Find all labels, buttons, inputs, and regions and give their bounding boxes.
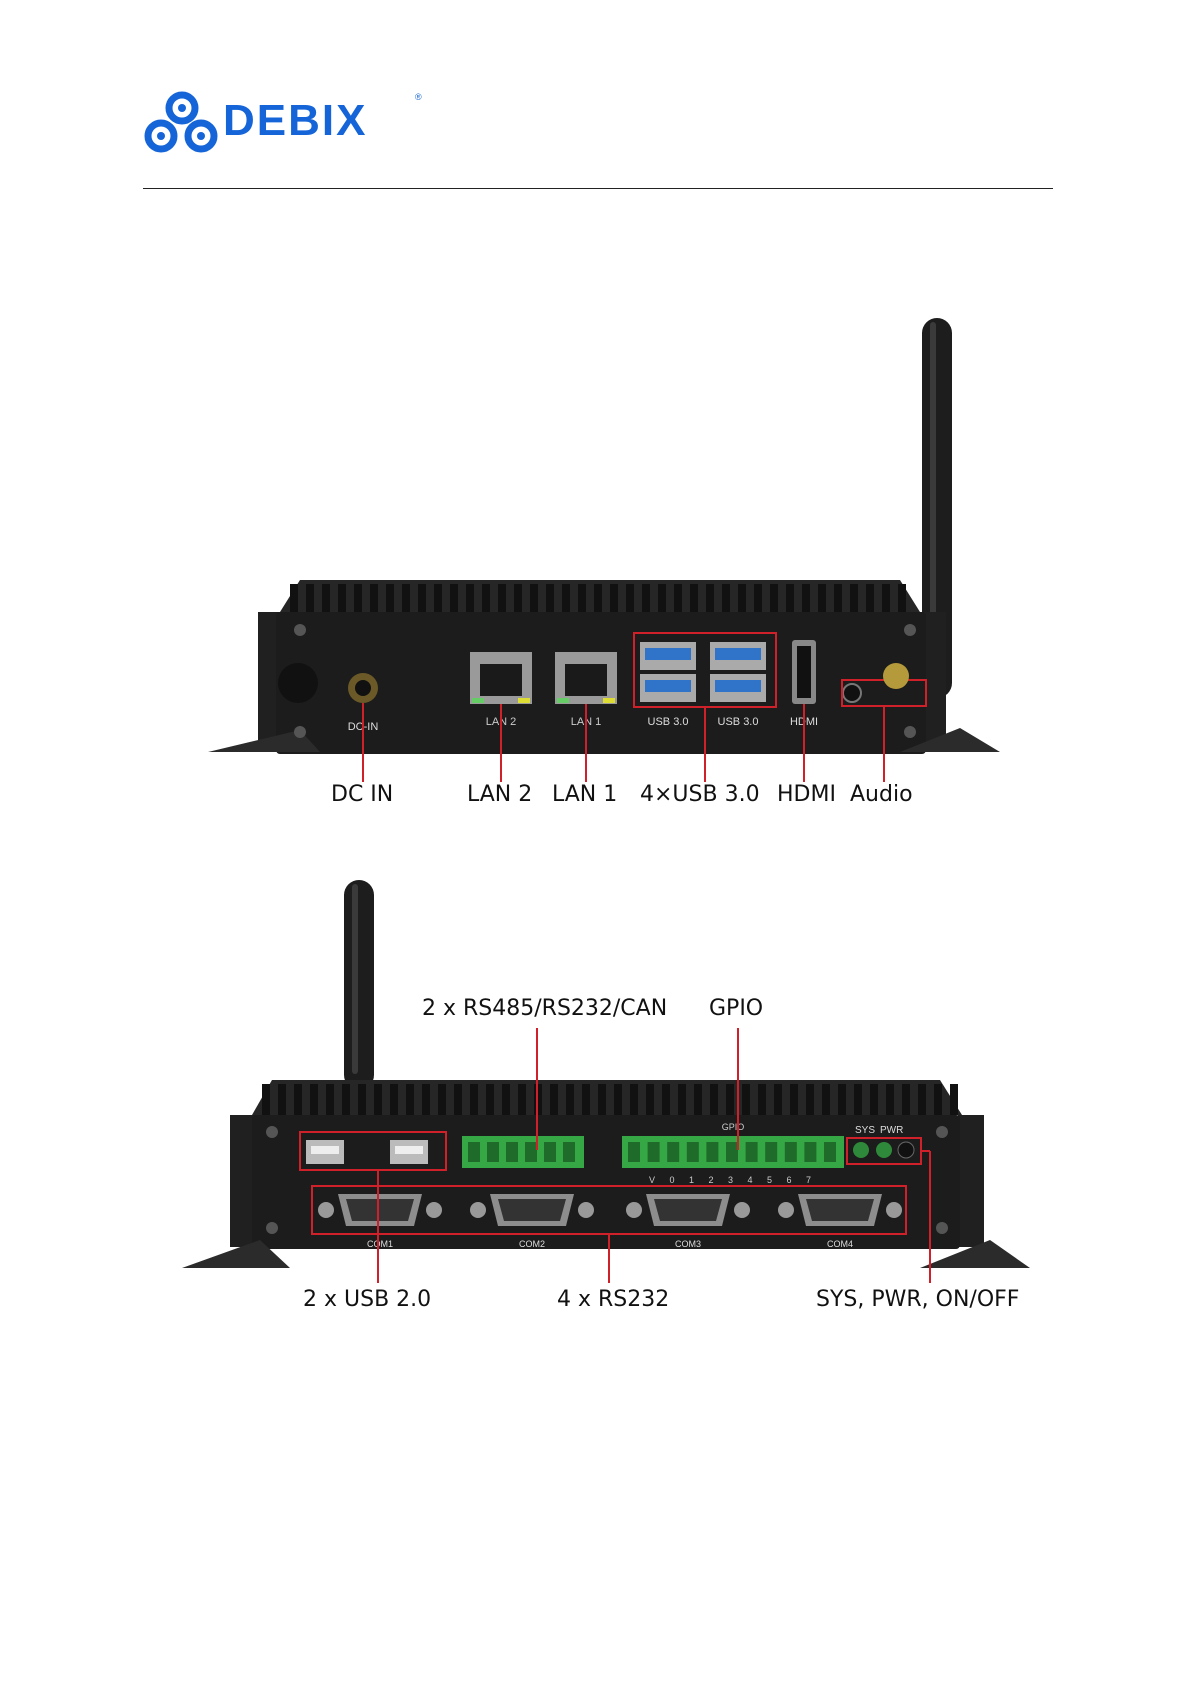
com1-silk: COM1 [367,1239,393,1249]
fin [774,1084,782,1115]
com-screw [886,1202,902,1218]
com-screw [470,1202,486,1218]
com-screw [778,1202,794,1218]
fin [422,1084,430,1115]
fin [502,1084,510,1115]
fin [358,1084,366,1115]
fin [742,1084,750,1115]
gpio-pin-silk: V 0 1 2 3 4 5 6 7 [649,1175,817,1185]
fin [518,1084,526,1115]
com-screw [426,1202,442,1218]
terminal-pin [765,1142,777,1162]
terminal-pin [804,1142,816,1162]
callout-gpio: GPIO [709,996,763,1021]
fin [406,1084,414,1115]
rear-panel-face [252,1115,960,1249]
fin [710,1084,718,1115]
com-screw [626,1202,642,1218]
fin [822,1084,830,1115]
terminal-pin [628,1142,640,1162]
wifi-antenna-rear [344,880,374,1090]
terminal-pin [785,1142,797,1162]
callout-rs485: 2 x RS485/RS232/CAN [422,996,667,1021]
terminal-pin [746,1142,758,1162]
fin [854,1084,862,1115]
terminal-pin [667,1142,679,1162]
gpio-pins [628,1142,836,1162]
fin [806,1084,814,1115]
fin [662,1084,670,1115]
fin [598,1084,606,1115]
terminal-pin [648,1142,660,1162]
fin [294,1084,302,1115]
fin [694,1084,702,1115]
terminal-pin [726,1142,738,1162]
terminal-pin [563,1142,575,1162]
side-fins-right-rear [958,1115,984,1247]
fin [758,1084,766,1115]
callout-rs232: 4 x RS232 [557,1287,669,1312]
terminal-pin [706,1142,718,1162]
fin [454,1084,462,1115]
com3-silk: COM3 [675,1239,701,1249]
terminal-pin [824,1142,836,1162]
terminal-pin [544,1142,556,1162]
fin [950,1084,958,1115]
db9-insert [346,1199,414,1221]
com4-silk: COM4 [827,1239,853,1249]
fin [342,1084,350,1115]
fin [262,1084,270,1115]
fin [870,1084,878,1115]
fin [918,1084,926,1115]
fin [550,1084,558,1115]
sys-silk: SYS [855,1125,875,1136]
terminal-pin [487,1142,499,1162]
com-screw [318,1202,334,1218]
com-screw [578,1202,594,1218]
fin [934,1084,942,1115]
fin [390,1084,398,1115]
fin [582,1084,590,1115]
status-leds [853,1142,914,1158]
pwr-silk: PWR [880,1125,903,1136]
fin [646,1084,654,1115]
terminal-pin [525,1142,537,1162]
com2-silk: COM2 [519,1239,545,1249]
fin [630,1084,638,1115]
callout-usb2: 2 x USB 2.0 [303,1287,431,1312]
db9-insert [654,1199,722,1221]
fin [726,1084,734,1115]
fin [614,1084,622,1115]
com-screw [734,1202,750,1218]
terminal-pin [468,1142,480,1162]
fin [278,1084,286,1115]
gpio-silk: GPIO [722,1122,745,1132]
fin [678,1084,686,1115]
fin [326,1084,334,1115]
fin [374,1084,382,1115]
callout-status: SYS, PWR, ON/OFF [816,1287,1019,1312]
fin [486,1084,494,1115]
fin [886,1084,894,1115]
fin [470,1084,478,1115]
db9-insert [806,1199,874,1221]
fin [438,1084,446,1115]
fin [838,1084,846,1115]
db9-insert [498,1199,566,1221]
fin [566,1084,574,1115]
fin [902,1084,910,1115]
fin [310,1084,318,1115]
terminal-pin [687,1142,699,1162]
fin [790,1084,798,1115]
terminal-pin [506,1142,518,1162]
